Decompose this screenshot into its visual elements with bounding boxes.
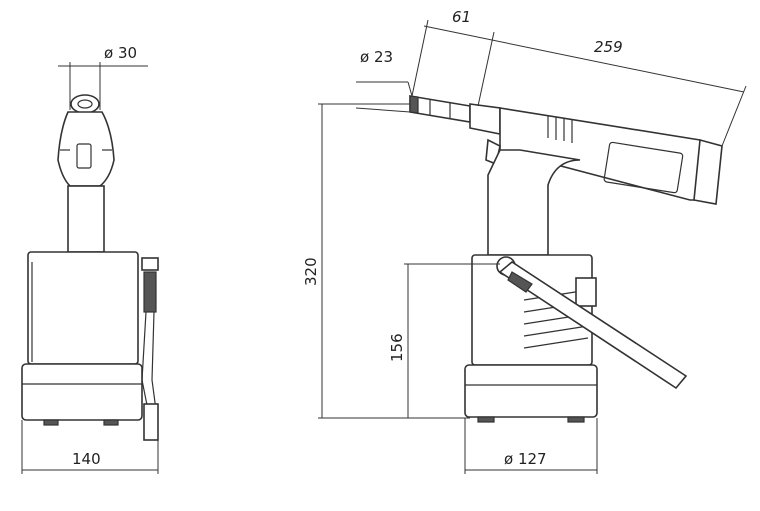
front-foot — [103, 419, 119, 426]
side-hose-spring — [507, 271, 533, 293]
side-view — [409, 95, 723, 423]
front-hose — [141, 311, 157, 411]
base-diameter-label: ø 127 — [504, 450, 547, 468]
front-valve-top — [141, 257, 159, 271]
side-hose-arm — [498, 261, 688, 390]
side-barrel-window — [603, 141, 684, 194]
front-nose-tip — [70, 94, 100, 114]
side-barrel-grip — [547, 116, 573, 143]
front-valve-spring — [143, 271, 157, 313]
front-top-diameter-label: ø 30 — [104, 44, 137, 62]
dim-leader — [407, 81, 413, 97]
front-dimensions: ø 30 140 — [21, 44, 159, 474]
total-height-label: 320 — [302, 257, 320, 286]
front-width-label: 140 — [72, 450, 101, 468]
front-head-slot — [76, 143, 92, 169]
dim-ext-line — [411, 19, 429, 97]
front-head — [57, 111, 115, 187]
side-foot — [567, 416, 585, 423]
side-dimensions: ø 23 61 259 320 156 ø 127 — [302, 8, 747, 474]
front-body — [27, 251, 139, 365]
dim-leader — [355, 107, 411, 113]
base-height-label: 156 — [388, 333, 406, 362]
front-view — [21, 94, 159, 441]
front-base — [21, 363, 143, 421]
side-valve-box — [575, 277, 597, 307]
body-length-label: 259 — [594, 38, 623, 56]
side-barrel-end — [693, 138, 723, 205]
nose-diameter-label: ø 23 — [360, 48, 393, 66]
dim-ext-line — [477, 31, 495, 107]
side-nose — [409, 95, 471, 123]
dim-line — [423, 25, 745, 93]
front-foot — [43, 419, 59, 426]
front-handle — [67, 185, 105, 253]
side-base — [464, 364, 598, 418]
nose-length-label: 61 — [452, 8, 471, 26]
side-nose-tip — [409, 95, 419, 114]
dim-ext-line — [721, 85, 747, 147]
front-nose-bore — [77, 99, 93, 109]
side-foot — [477, 416, 495, 423]
side-collar — [469, 103, 501, 135]
front-hose-fitting — [143, 403, 159, 441]
